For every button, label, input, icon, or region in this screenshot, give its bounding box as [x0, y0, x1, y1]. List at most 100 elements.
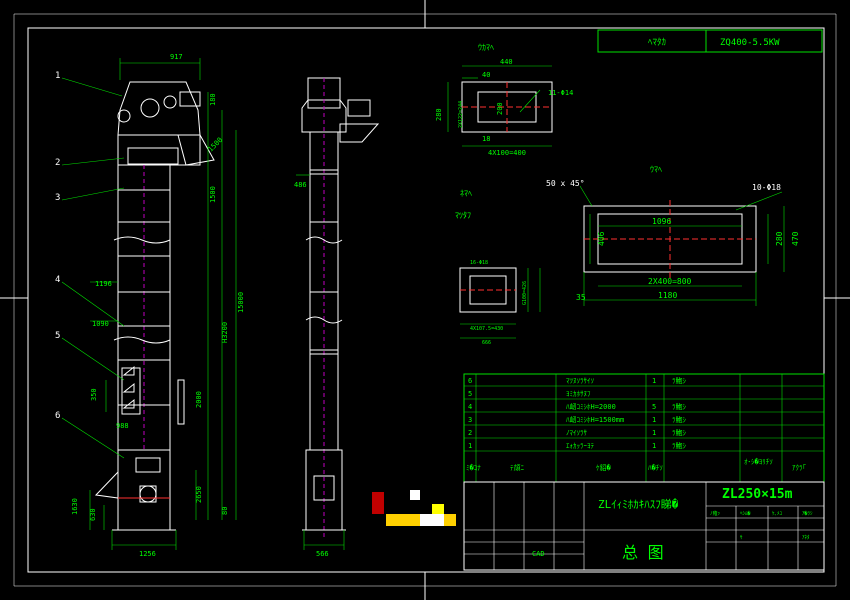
svg-text:5: 5: [652, 403, 656, 411]
inlet-chute: [94, 470, 119, 499]
dim-630: 630: [89, 508, 97, 521]
drive-pulley: [163, 95, 177, 109]
side-boot-window: [313, 475, 335, 501]
dim-side-base: 566: [316, 550, 329, 558]
parts-row-1: 1 ｴｫｶｯﾗｰﾖﾃ 1 ﾗ鮑ｼ: [468, 441, 686, 450]
discharge-flange-h406: 406: [597, 231, 606, 246]
top-flange-detail: ｳｶﾏﾍ 440 40 280 2X122=244 200 18 4X100=4…: [435, 43, 573, 157]
dim-top-width: 917: [170, 53, 183, 61]
svg-text:ｹ貂�: ｹ貂�: [596, 463, 611, 472]
svg-text:ｴｫｶｯﾗｰﾖﾃ: ｴｫｶｯﾗｰﾖﾃ: [566, 442, 594, 450]
title-drawing-name: 总 图: [622, 543, 664, 562]
title-product: ZLｲｨﾐﾎｶｷﾊｽﾌ睇�: [598, 498, 678, 511]
discharge-flange-title: ｳﾏﾍ: [650, 165, 662, 174]
dim-base-width: 1256: [139, 550, 156, 558]
svg-text:ﾗ鮑ｼ: ﾗ鮑ｼ: [672, 402, 686, 411]
bottom-flange-holes: 16-Φ18: [470, 260, 488, 266]
side-plate: [177, 379, 185, 425]
bottom-flange-bottom1: 4X107.5=430: [470, 326, 503, 332]
discharge-flange-s35: 35: [576, 293, 586, 302]
side-motor: [347, 99, 371, 117]
svg-text:ﾃ頏ﾆ: ﾃ頏ﾆ: [510, 463, 524, 472]
dim-988: 988: [116, 422, 129, 430]
top-flange-w440: 440: [500, 58, 513, 66]
head-pulley: [140, 98, 160, 118]
upper-casing: [117, 134, 201, 166]
parts-row-3: 3 ﾊ衂ｺﾐｼﾎH=1500mm 1 ﾗ鮑ｼ: [468, 415, 686, 424]
discharge-flange-holes: 10-Φ18: [752, 183, 781, 192]
svg-text:6: 6: [468, 377, 472, 385]
bucket-detail-frame: [121, 367, 141, 415]
callouts: 1 2 3 4 5 6: [55, 71, 125, 459]
discharge-flange-w1096: 1096: [652, 217, 671, 226]
bottom-flange-subtitle: ﾏﾂﾀﾌ: [455, 211, 471, 220]
svg-text:ｱｸﾗ｢: ｱｸﾗ｢: [792, 464, 806, 472]
discharge-flange-chamfer: 50 x 45°: [546, 179, 585, 188]
svg-text:4: 4: [468, 403, 472, 411]
title-small-2: ﾍｼﾑ�: [740, 510, 751, 517]
title-small-6: ｱﾈﾀ: [802, 535, 810, 541]
parts-list-header: ﾐ�ｺﾅ ﾃ頏ﾆ ｹ貂� ﾊ�ﾁｿ ｵ･ｼ�ﾖﾘﾁｿ ｱｸﾗ｢: [466, 457, 806, 472]
svg-text:4: 4: [55, 275, 60, 285]
swatch-orange-2: [444, 514, 456, 526]
dim-1196: 1196: [95, 280, 112, 288]
callout-1: 1: [55, 71, 123, 97]
header-power-value: ZQ400-5.5KW: [720, 38, 780, 48]
dim-side-486: 486: [294, 181, 307, 189]
svg-text:5: 5: [468, 390, 472, 398]
boot-pulley: [139, 485, 157, 503]
svg-text:5: 5: [55, 331, 60, 341]
title-small-1: ﾉ雍ｯ: [710, 510, 721, 517]
dim-180: 180: [209, 93, 217, 106]
discharge-flange-bottom1: 2X400=800: [648, 277, 692, 286]
svg-text:1: 1: [468, 442, 472, 450]
elevator-boot: [117, 449, 171, 531]
dim-1630: 1630: [71, 498, 79, 515]
title-cad: CAD: [532, 550, 545, 558]
boot-pulley-frame: [139, 485, 157, 503]
callout-4: 4: [55, 275, 125, 327]
parts-list: 6 ﾏﾂﾇｿﾗｻｲｿ 1 ﾗ鮑ｼ 5 ﾖﾐｶﾎｻﾇﾌ 4 ﾊ衂ｺﾐｼﾎH=200…: [463, 373, 825, 483]
top-flange-bottom: 4X100=400: [488, 149, 526, 157]
discharge-chute: [177, 134, 215, 166]
callout-2: 2: [55, 157, 125, 168]
callout-3: 3: [55, 187, 125, 203]
callout-5: 5: [55, 331, 125, 381]
title-model: ZL250×15m: [722, 487, 793, 502]
dim-350: 350: [90, 388, 98, 401]
svg-text:ﾗ鮑ｼ: ﾗ鮑ｼ: [672, 376, 686, 385]
discharge-flange-h280: 280: [775, 231, 784, 246]
front-view: [94, 81, 215, 531]
side-view-dims: 486 566: [294, 181, 329, 558]
header-power-label: ﾍﾏﾀｶ: [648, 37, 666, 48]
svg-text:1: 1: [652, 429, 656, 437]
title-small-5: ｻ: [740, 535, 743, 541]
side-break-1: [305, 236, 343, 244]
dim-15000: 15000: [237, 292, 245, 313]
discharge-flange-detail: ｳﾏﾍ 50 x 45° 10-Φ18 1096 406 280 470 2X4…: [546, 165, 800, 306]
dim-h: H3200: [221, 322, 229, 343]
parts-row-5: 5 ﾖﾐｶﾎｻﾇﾌ: [468, 390, 591, 398]
dim-2000: 2000: [195, 391, 203, 408]
svg-text:1: 1: [652, 416, 656, 424]
side-head: [301, 99, 347, 133]
svg-text:ﾉﾏｲｿﾗｻ: ﾉﾏｲｿﾗｻ: [566, 429, 587, 437]
swatch-orange: [386, 514, 420, 526]
front-view-dim-lines: [89, 58, 237, 550]
svg-text:ﾗ鮑ｼ: ﾗ鮑ｼ: [672, 428, 686, 437]
dim-1090: 1090: [92, 320, 109, 328]
bottom-flange-right: G100=426: [522, 281, 528, 305]
break-line-2: [113, 336, 171, 344]
bottom-flange-bottom2: 666: [482, 340, 491, 346]
parts-row-2: 2 ﾉﾏｲｿﾗｻ 1 ﾗ鮑ｼ: [468, 428, 686, 437]
svg-text:3: 3: [468, 416, 472, 424]
discharge-flange-bottom2: 1180: [658, 291, 677, 300]
header-box: ﾍﾏﾀｶ ZQ400-5.5KW: [597, 29, 823, 53]
bottom-flange-title: ﾈﾏﾍ: [460, 189, 472, 198]
title-block: ZLｲｨﾐﾎｶｷﾊｽﾌ睇� ZL250×15m 总 图 CAD ﾉ雍ｯ ﾍｼﾑ�…: [463, 481, 825, 571]
dim-2650: 2650: [195, 486, 203, 503]
title-small-3: ｹ､ﾒﾕ: [772, 511, 783, 517]
parts-row-4: 4 ﾊ衂ｺﾐｼﾎH=2000 5 ﾗ鮑ｼ: [468, 402, 686, 411]
